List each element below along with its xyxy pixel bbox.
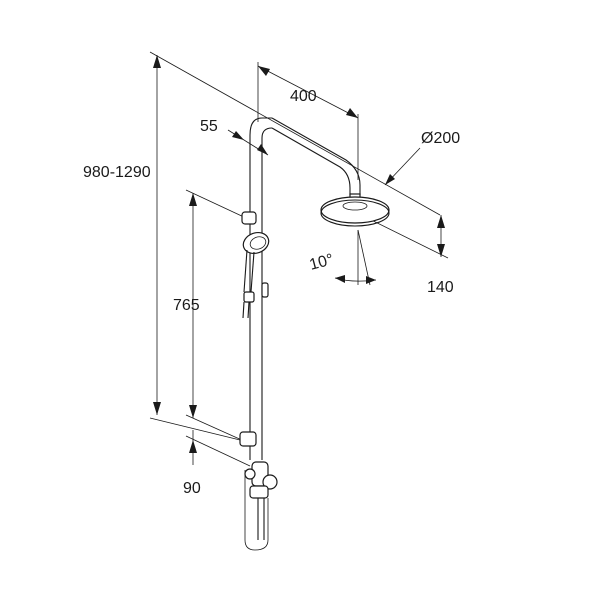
head-diameter-label: Ø200: [421, 130, 460, 147]
overhead-shower-head: [320, 193, 390, 227]
wall-distance-label: 55: [200, 118, 218, 135]
head-drop-label: 140: [427, 279, 454, 296]
arm-length-label: 400: [290, 88, 317, 105]
hand-shower-holder: [241, 211, 269, 303]
dimension-lines: [149, 51, 449, 467]
hand-shower: [242, 232, 270, 319]
tilt-angle-label: 10°: [308, 251, 336, 274]
mixer-offset-label: 90: [183, 480, 201, 497]
supply-pipes: [244, 470, 269, 551]
total-height-label: 980-1290: [83, 164, 151, 181]
slide-rail-length-label: 765: [173, 297, 200, 314]
mixer-valve: [239, 431, 278, 499]
shower-arm: [271, 117, 361, 195]
riser-pipe: [249, 117, 273, 460]
